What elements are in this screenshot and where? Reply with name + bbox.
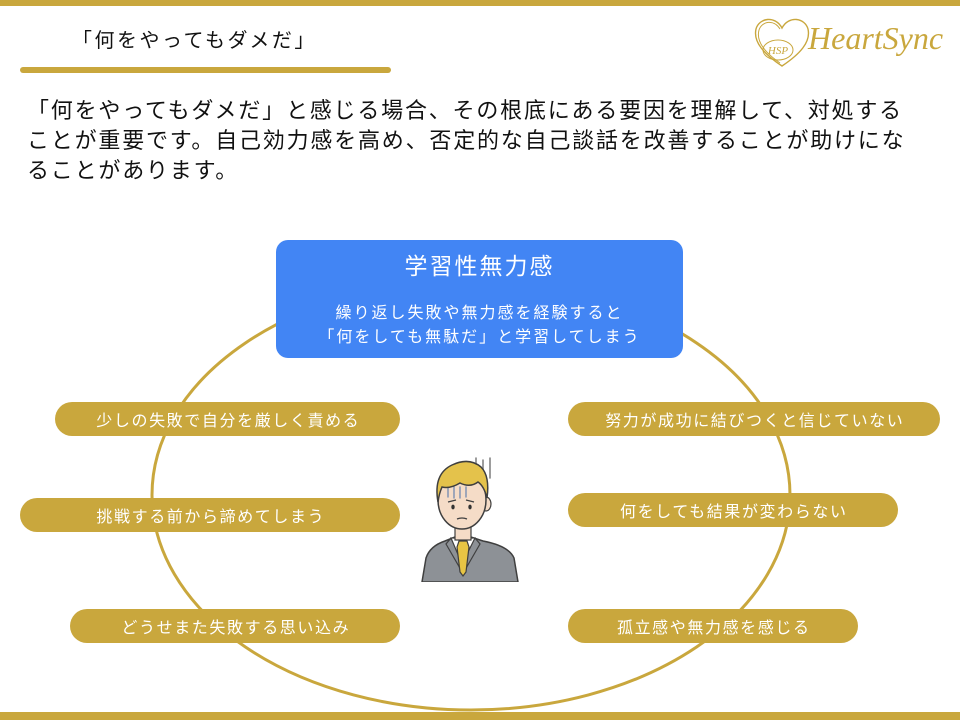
man-body xyxy=(421,536,519,582)
man-hair xyxy=(436,460,489,503)
symptom-pill-right-2: 何をしても結果が変わらない xyxy=(568,493,898,527)
symptom-pill-right-1: 努力が成功に結びつくと信じていない xyxy=(568,402,940,436)
page-title: 「何をやってもダメだ」 xyxy=(72,28,317,52)
bottom-border-bar xyxy=(0,712,960,720)
body-line: ることがあります。 xyxy=(27,159,240,184)
center-concept-box: 学習性無力感 繰り返し失敗や無力感を経験すると 「何をしても無駄だ」と学習してし… xyxy=(276,240,683,358)
heart-logo-icon: HSP xyxy=(754,18,810,67)
body-paragraph: 「何をやってもダメだ」と感じる場合、その根底にある要因を理解して、対処する こと… xyxy=(27,97,905,187)
symptom-pill-left-3: どうせまた失敗する思い込み xyxy=(70,609,400,643)
center-concept-description: 繰り返し失敗や無力感を経験すると 「何をしても無駄だ」と学習してしまう xyxy=(276,301,683,349)
title-underline xyxy=(20,67,391,73)
center-concept-line: 繰り返し失敗や無力感を経験すると xyxy=(335,303,624,322)
depressed-businessman-icon xyxy=(421,457,519,582)
man-tie xyxy=(456,540,470,577)
symptom-pill-right-3: 孤立感や無力感を感じる xyxy=(568,609,858,643)
logo-name: HeartSync xyxy=(808,20,944,56)
center-concept-line: 「何をしても無駄だ」と学習してしまう xyxy=(318,327,641,346)
logo-mark: HSP xyxy=(767,45,788,57)
symptom-pill-left-1: 少しの失敗で自分を厳しく責める xyxy=(55,402,400,436)
top-border-line xyxy=(0,0,960,6)
symptom-pill-left-2: 挑戦する前から諦めてしまう xyxy=(20,498,400,532)
body-line: 「何をやってもダメだ」と感じる場合、その根底にある要因を理解して、対処する xyxy=(27,99,903,124)
body-line: ことが重要です。自己効力感を高め、否定的な自己談話を改善することが助けにな xyxy=(27,129,906,154)
center-concept-title: 学習性無力感 xyxy=(404,254,555,280)
